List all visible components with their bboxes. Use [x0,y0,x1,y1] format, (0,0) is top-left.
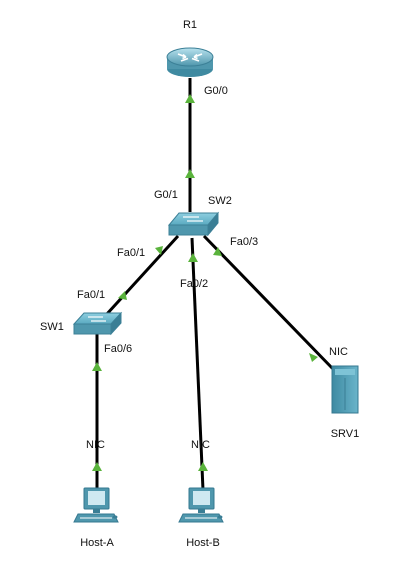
link-up-indicator-sw1-fa01 [118,291,127,300]
server-srv1-label: SRV1 [331,428,360,440]
port-label-sw2-fa01: Fa0/1 [117,247,145,259]
pc-icon [178,487,224,523]
link-up-indicator-sw2-fa02 [188,253,198,262]
pc-host-b-label: Host-B [186,537,220,549]
port-label-sw2-fa02: Fa0/2 [180,278,208,290]
links [95,78,336,491]
router-r1[interactable]: R1 [166,19,214,77]
link-sw2-sw1[interactable] [104,234,180,317]
link-up-indicator-sw2-fa01 [155,246,163,255]
switch-sw2-label: SW2 [208,195,232,207]
link-sw2-host-b[interactable] [190,237,205,491]
switch-sw1[interactable]: SW1 [40,311,123,336]
port-label-sw1-fa06: Fa0/6 [104,343,132,355]
pc-host-a[interactable]: Host-A [73,487,119,549]
link-sw2-srv1[interactable] [202,234,336,372]
switch-sw1-label: SW1 [40,321,64,333]
router-r1-label: R1 [183,19,197,31]
link-up-indicator-host-b-nic [198,462,208,471]
link-up-indicator-sw2-fa03 [213,247,222,256]
link-up-indicator-sw1-fa06 [92,362,102,371]
port-label-sw1-fa01: Fa0/1 [77,289,105,301]
port-label-host-b-nic: NIC [191,439,210,451]
link-indicators [92,94,318,471]
switch-sw2[interactable]: SW2 [167,195,232,237]
link-up-indicator-host-a-nic [92,462,102,471]
link-up-indicator-r1-g00 [185,94,195,103]
switch-icon [167,211,220,237]
port-label-sw2-g01: G0/1 [154,189,178,201]
pc-host-a-label: Host-A [80,537,114,549]
port-labels: G0/0 G0/1 Fa0/1 Fa0/2 Fa0/3 Fa0/1 Fa0/6 … [77,85,348,451]
server-srv1[interactable]: SRV1 [331,365,360,440]
port-label-sw2-fa03: Fa0/3 [230,236,258,248]
pc-icon [73,487,119,523]
server-icon [331,365,359,414]
port-label-srv1-nic: NIC [329,346,348,358]
router-icon [166,47,214,77]
port-label-r1-g00: G0/0 [204,85,228,97]
pc-host-b[interactable]: Host-B [178,487,224,549]
link-up-indicator-srv1-nic [309,353,318,362]
switch-icon [72,311,123,336]
link-up-indicator-sw2-g01 [185,169,195,178]
port-label-host-a-nic: NIC [86,439,105,451]
